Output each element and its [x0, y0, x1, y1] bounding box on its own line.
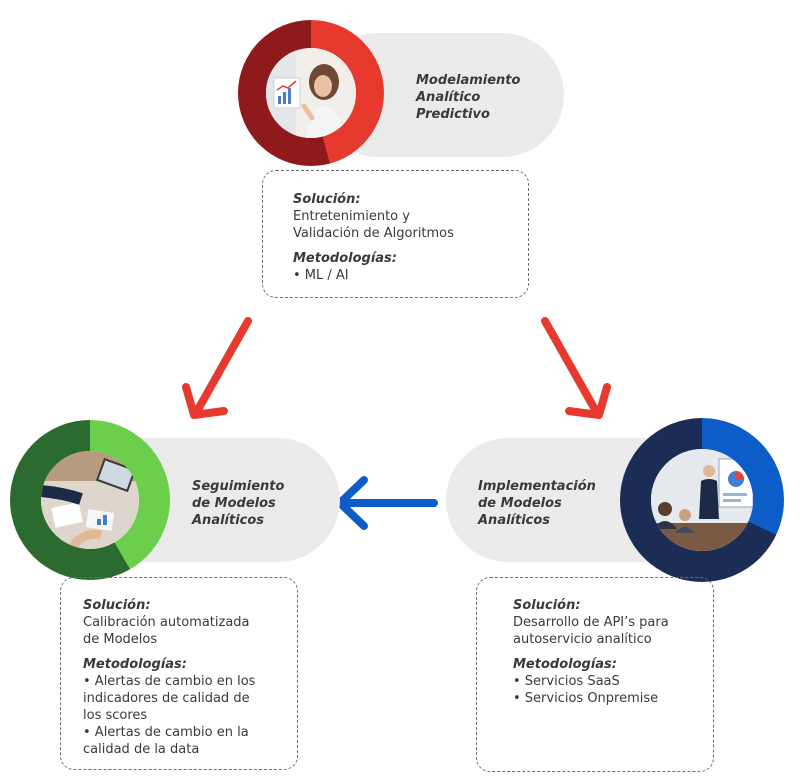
left-methods-line: • Alertas de cambio en la — [83, 725, 249, 740]
top-info-box: Solución: Entretenimiento y Validación d… — [262, 170, 529, 298]
right-solution-label: Solución: — [513, 598, 581, 613]
top-methods-line: • ML / AI — [293, 268, 349, 283]
right-solution-line: autoservicio analítico — [513, 632, 652, 647]
arrow-right-to-left — [336, 476, 438, 530]
right-methods-line: • Servicios Onpremise — [513, 691, 659, 706]
top-solution-line: Entretenimiento y — [293, 209, 410, 224]
right-info-box: Solución: Desarrollo de API’s para autos… — [476, 577, 714, 772]
left-info-box: Solución: Calibración automatizada de Mo… — [60, 577, 298, 770]
arrow-top-to-left — [182, 317, 252, 419]
top-solution-line: Validación de Algoritmos — [293, 226, 454, 241]
left-title: Seguimiento de Modelos Analíticos — [192, 479, 285, 528]
right-title: Implementación de Modelos Analíticos — [478, 479, 596, 528]
left-methods-line: calidad de la data — [83, 742, 200, 757]
left-methods-label: Metodologías: — [83, 657, 187, 672]
left-methods-line: • Alertas de cambio en los — [83, 674, 256, 689]
left-solution-label: Solución: — [83, 598, 151, 613]
business-presentation-image — [651, 449, 753, 551]
woman-presenting-chart-image — [266, 48, 356, 138]
arrow-top-to-right — [541, 317, 611, 419]
left-solution-line: Calibración automatizada — [83, 615, 250, 630]
right-photo — [651, 449, 753, 551]
team-meeting-laptop-image — [41, 451, 139, 549]
right-methods-label: Metodologías: — [513, 657, 617, 672]
top-photo — [266, 48, 356, 138]
left-methods-line: los scores — [83, 708, 148, 723]
top-title: Modelamiento Analítico Predictivo — [416, 73, 521, 122]
left-solution-line: de Modelos — [83, 632, 158, 647]
left-methods-line: indicadores de calidad de — [83, 691, 250, 706]
top-methods-label: Metodologías: — [293, 251, 397, 266]
top-solution-label: Solución: — [293, 192, 361, 207]
right-solution-line: Desarrollo de API’s para — [513, 615, 669, 630]
right-methods-line: • Servicios SaaS — [513, 674, 620, 689]
left-photo — [41, 451, 139, 549]
